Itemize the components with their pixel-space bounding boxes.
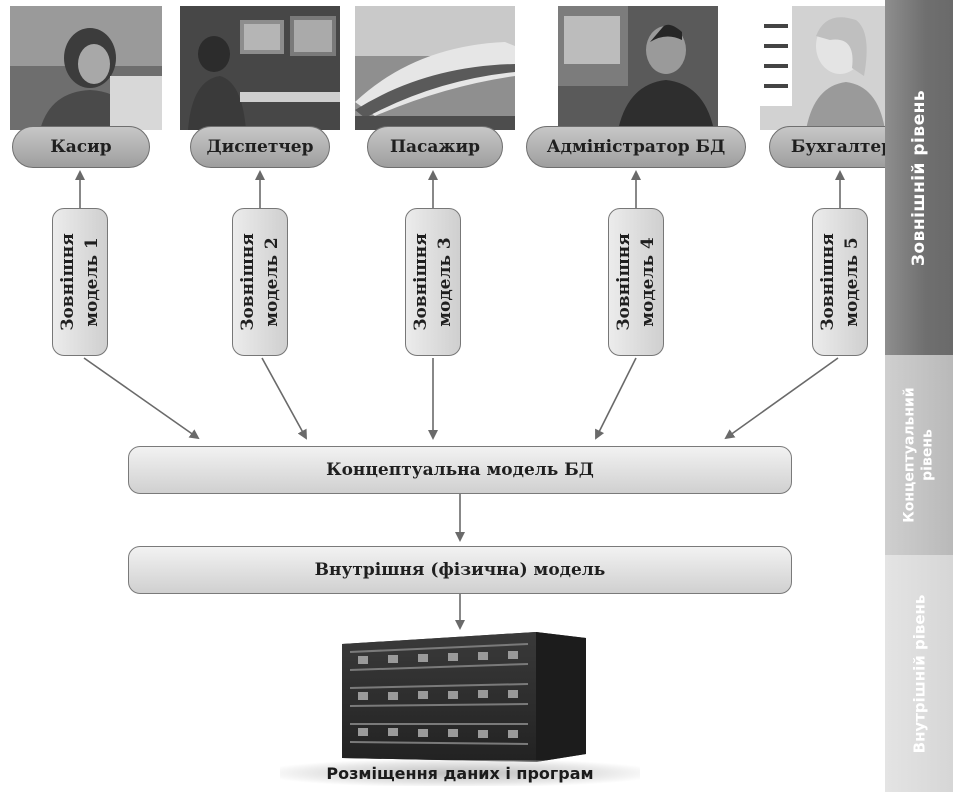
photo-cashier: [10, 6, 162, 130]
photo-accountant: [760, 6, 885, 130]
photo-db-administrator: [558, 6, 718, 130]
role-dispatcher: Диспетчер: [190, 126, 330, 168]
level-conceptual-line1: Концептуальний: [902, 387, 918, 523]
level-conceptual-line2: рівень: [920, 429, 936, 481]
arrow-model1-to-conceptual: [83, 357, 200, 440]
model-1-line1: Зовнішня: [58, 233, 78, 331]
model-4-line1: Зовнішня: [614, 233, 634, 331]
level-conceptual-label: Концептуальний рівень: [901, 387, 937, 522]
role-passenger: Пасажир: [367, 126, 503, 168]
model-4-line2: модель 4: [638, 237, 658, 327]
model-2-line2: модель 2: [262, 237, 282, 327]
internal-model-box: Внутрішня (фізична) модель: [128, 546, 792, 594]
storage-caption: Розміщення даних і програм: [280, 760, 640, 786]
level-internal-label: Внутрішній рівень: [910, 594, 928, 753]
model-3-line2: модель 3: [435, 237, 455, 327]
server-rack-image: [342, 632, 586, 762]
arrow-model4-to-conceptual: [595, 357, 637, 440]
levels-strip: Зовнішній рівень Концептуальний рівень В…: [885, 0, 953, 792]
conceptual-model-box: Концептуальна модель БД: [128, 446, 792, 494]
model-3-line1: Зовнішня: [411, 233, 431, 331]
level-internal: Внутрішній рівень: [885, 555, 953, 792]
role-db-administrator: Адміністратор БД: [526, 126, 746, 168]
role-cashier: Касир: [12, 126, 150, 168]
model-1-line2: модель 1: [82, 237, 102, 327]
level-external-label: Зовнішній рівень: [909, 89, 930, 266]
photo-dispatcher: [180, 6, 340, 130]
model-5-line2: модель 5: [842, 237, 862, 327]
level-conceptual: Концептуальний рівень: [885, 355, 953, 555]
model-5-line1: Зовнішня: [818, 233, 838, 331]
level-external: Зовнішній рівень: [885, 0, 953, 355]
model-2-line1: Зовнішня: [238, 233, 258, 331]
arrow-model5-to-conceptual: [724, 357, 839, 440]
arrow-model2-to-conceptual: [261, 357, 307, 440]
